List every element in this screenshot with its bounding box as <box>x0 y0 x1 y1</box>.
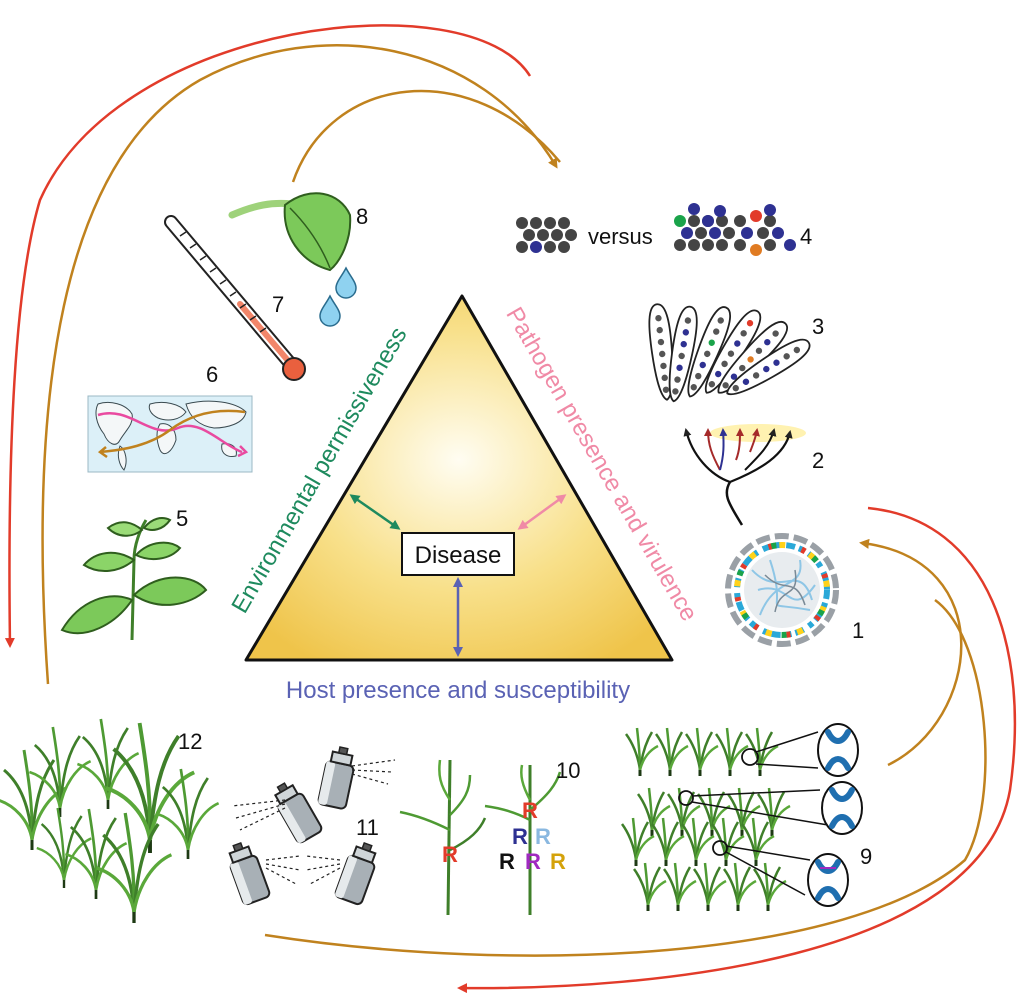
panel-7-thermometer: 7 <box>164 215 306 381</box>
chromosome-icon <box>829 787 855 829</box>
stacked-r-genes-plant: R R R R R R <box>484 764 566 915</box>
resistance-gene-r: R <box>525 849 541 874</box>
panel-8-number: 8 <box>356 204 368 229</box>
panel-9-rice-population: 9 <box>620 723 872 913</box>
spray-can-icon <box>316 743 359 811</box>
red-arrow-top-loop <box>4 24 532 648</box>
chromosome-callout <box>807 853 849 907</box>
disease-box <box>401 532 515 576</box>
panel-10-resistance-genes: R R R R R R R 10 <box>399 758 580 916</box>
spray-can-icon <box>333 838 383 907</box>
brown-arrow-bottom-loop <box>264 598 987 957</box>
brown-arrow-right-loop <box>859 538 963 767</box>
resistance-gene-r: R <box>522 798 538 823</box>
panel-2-phylogeny: 2 <box>683 424 824 526</box>
water-drop-icon <box>335 266 357 299</box>
brown-arrow-top-loop <box>41 44 558 685</box>
panel-10-number: 10 <box>556 758 580 783</box>
panel-12-number: 12 <box>178 729 202 754</box>
panel-11-fungicide-sprays: 11 <box>222 743 396 907</box>
environment-arrow <box>349 494 401 530</box>
genome-cluster-varied <box>674 203 796 256</box>
panel-9-number: 9 <box>860 844 872 869</box>
panel-12-rice-field: 12 <box>0 717 220 925</box>
panel-11-number: 11 <box>356 815 379 840</box>
resistance-gene-r: R <box>550 849 566 874</box>
resistance-gene-r: R <box>499 849 515 874</box>
panel-2-number: 2 <box>812 448 824 473</box>
chromosome-callout <box>821 781 863 835</box>
genome-cluster-uniform <box>516 217 577 253</box>
panel-1-genome-circle: 1 <box>725 533 864 647</box>
disease-label: Disease <box>415 542 502 569</box>
panel-6-number: 6 <box>206 362 218 387</box>
disease-triangle <box>244 294 674 662</box>
panel-6-world-map: 6 <box>87 362 253 473</box>
panel-7-number: 7 <box>272 292 284 317</box>
host-presence-label: Host presence and susceptibility <box>286 677 630 704</box>
resistance-gene-r: R <box>442 842 458 867</box>
panel-4-genome-comparison: versus 4 <box>516 203 812 256</box>
panel-8-wet-leaf: 8 <box>228 192 368 327</box>
single-r-gene-plant: R <box>399 759 487 916</box>
resistance-gene-r: R <box>535 824 551 849</box>
panel-3-number: 3 <box>812 314 824 339</box>
brown-arrow-small-loop <box>291 89 561 183</box>
versus-label: versus <box>588 224 653 249</box>
pathogen-arrow <box>517 494 567 530</box>
resistance-gene-r: R <box>512 824 528 849</box>
water-drop-icon <box>319 294 341 327</box>
panel-3-spores: 3 <box>645 302 824 404</box>
chromosome-icon <box>815 859 841 901</box>
spray-can-icon <box>222 838 272 907</box>
chromosome-callout <box>817 723 859 777</box>
panel-5-host-plant: 5 <box>60 506 208 641</box>
panel-1-number: 1 <box>852 618 864 643</box>
red-arrow-right-loop <box>457 506 1017 994</box>
chromosome-icon <box>825 729 851 771</box>
panel-4-number: 4 <box>800 224 812 249</box>
spray-can-icon <box>267 777 325 846</box>
panel-5-number: 5 <box>176 506 188 531</box>
